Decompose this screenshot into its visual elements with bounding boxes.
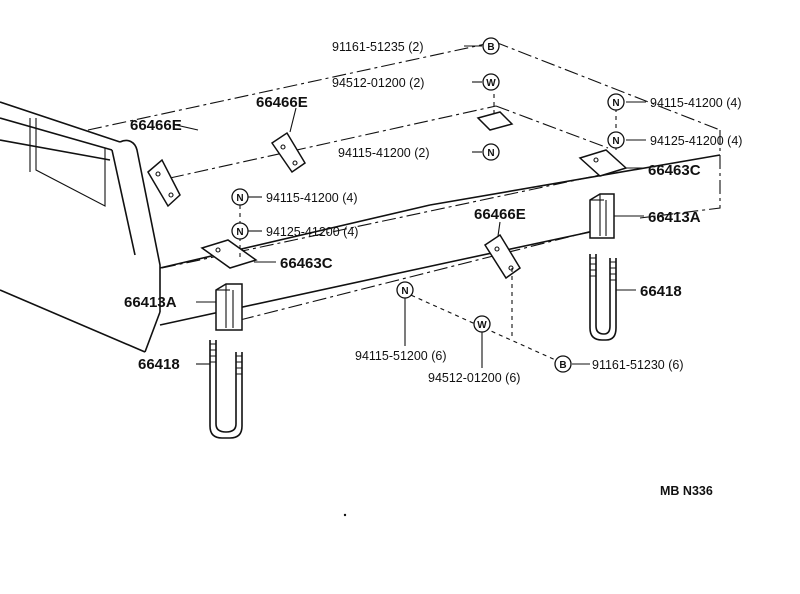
svg-text:N: N (612, 98, 619, 109)
svg-text:N: N (487, 148, 494, 159)
plate-66463c-left (200, 239, 258, 269)
label-bracket-e-2: 66466E (256, 94, 308, 111)
drawing-code: MB N336 (660, 484, 713, 498)
nut-symbol-left-2: N (231, 222, 249, 240)
bolt-symbol-top: B (482, 37, 500, 55)
svg-text:B: B (487, 42, 494, 53)
label-block-left: 66413A (124, 294, 177, 311)
washer-symbol-bottom: W (473, 315, 491, 333)
label-bracket-e-1: 66466E (130, 117, 182, 134)
frame-outline (87, 41, 721, 321)
top-plate (476, 86, 514, 131)
label-washer-bottom: 94512-01200 (6) (428, 371, 520, 385)
label-bracket-c-right: 66463C (648, 162, 701, 179)
nut-symbol-top-right-2: N (607, 131, 625, 149)
ubolt-66418-right (589, 254, 617, 341)
label-ubolt-left: 66418 (138, 356, 180, 373)
svg-text:N: N (401, 286, 408, 297)
block-66413a-left (215, 283, 243, 331)
svg-text:N: N (236, 193, 243, 204)
bracket-66466e-right (483, 233, 522, 280)
label-nut-left-1: 94115-41200 (4) (266, 191, 358, 205)
nut-symbol-left-1: N (231, 188, 249, 206)
bolt-symbol-bottom: B (554, 355, 572, 373)
label-washer-top: 94512-01200 (2) (332, 76, 424, 90)
label-bracket-e-3: 66466E (474, 206, 526, 223)
speck (343, 513, 347, 517)
label-ubolt-right: 66418 (640, 283, 682, 300)
nut-symbol-bottom: N (396, 281, 414, 299)
svg-text:N: N (236, 227, 243, 238)
label-nut-bottom: 94115-51200 (6) (355, 349, 447, 363)
washer-symbol-top: W (482, 73, 500, 91)
label-bolt-top: 91161-51235 (2) (332, 40, 424, 54)
label-nut-left-2: 94125-41200 (4) (266, 225, 358, 239)
leader-lines (175, 45, 646, 368)
label-bracket-c-left: 66463C (280, 255, 333, 272)
svg-text:W: W (477, 320, 487, 331)
label-nut2-top-right: 94125-41200 (4) (650, 134, 742, 148)
label-nut-top-right: 94115-41200 (4) (650, 96, 742, 110)
label-nut-mid: 94115-41200 (2) (338, 146, 430, 160)
bracket-66466e-center (270, 131, 307, 174)
block-66413a-right (589, 193, 615, 239)
nut-symbol-top-right: N (607, 93, 625, 111)
svg-text:W: W (486, 78, 496, 89)
label-bolt-bottom: 91161-51230 (6) (592, 358, 684, 372)
svg-text:N: N (612, 136, 619, 147)
ubolt-66418-left (209, 340, 243, 439)
bracket-66466e-left (147, 158, 181, 208)
label-block-right: 66413A (648, 209, 701, 226)
nut-symbol-mid: N (482, 143, 500, 161)
svg-text:B: B (559, 360, 566, 371)
